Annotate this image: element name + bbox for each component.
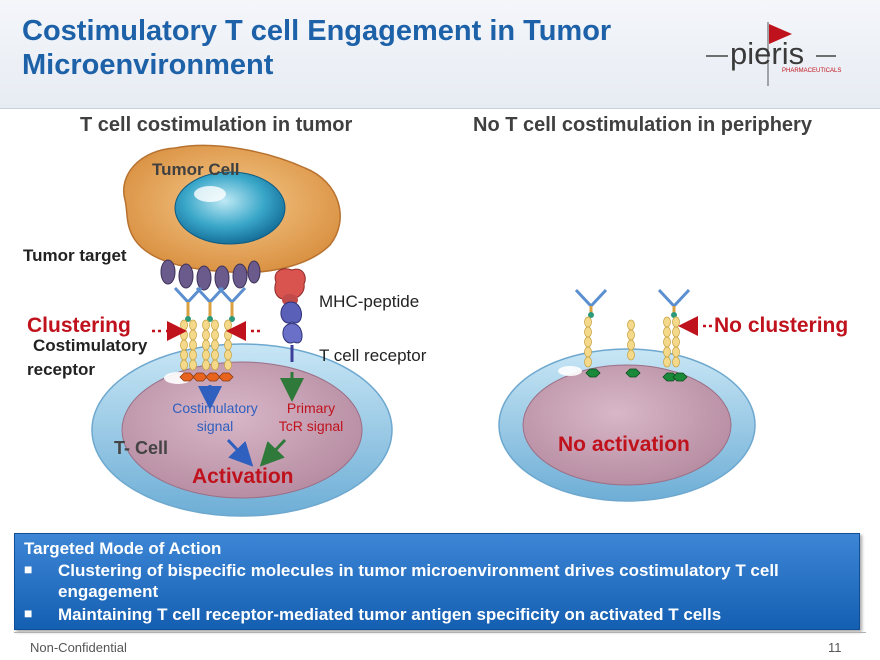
slide-title: Costimulatory T cell Engagement in Tumor… — [22, 15, 612, 81]
tcell-label: T- Cell — [114, 438, 169, 458]
moa-heading: Targeted Mode of Action — [24, 539, 222, 558]
inactive-domains-right — [585, 368, 688, 382]
tcr-label: T cell receptor — [319, 346, 427, 365]
tumor-cell-label: Tumor Cell — [152, 160, 240, 179]
activation-arrow-green — [259, 438, 287, 467]
bullet-square-icon: ■ — [24, 561, 33, 577]
slide-header — [0, 0, 880, 109]
footer-confidentiality: Non-Confidential — [30, 640, 127, 655]
page-number: 11 — [828, 640, 842, 655]
bispecific-molecules-left — [173, 286, 247, 322]
tumor-cell — [123, 144, 341, 274]
costim-signaling-domains — [179, 372, 234, 382]
bispecific-molecules-right — [574, 288, 691, 318]
primary-signal-label-1: Primary — [286, 400, 336, 416]
costim-receptors-left — [180, 319, 232, 371]
logo-tagline: PHARMACEUTICALS — [782, 68, 841, 74]
left-panel-heading: T cell costimulation in tumor — [80, 114, 353, 136]
no-clustering-label: No clustering — [714, 314, 849, 337]
activation-arrow-blue — [226, 438, 254, 467]
footer-divider — [14, 632, 866, 633]
t-cell-receptor — [280, 301, 303, 362]
costim-receptor-label-1: Costimulatory — [33, 336, 148, 355]
logo-text: pieris — [730, 36, 804, 71]
mhc-peptide — [274, 268, 306, 306]
costim-receptor-label-2: receptor — [27, 360, 96, 379]
right-panel-heading: No T cell costimulation in periphery — [473, 114, 812, 136]
clustering-label: Clustering — [27, 314, 131, 337]
bullet-square-icon: ■ — [24, 605, 33, 621]
left-tcell — [91, 343, 393, 517]
tumor-target-label: Tumor target — [23, 246, 127, 265]
mhc-peptide-label: MHC-peptide — [319, 292, 420, 311]
mode-of-action-box: Targeted Mode of Action ■ Clustering of … — [14, 533, 860, 630]
no-activation-label: No activation — [558, 433, 690, 456]
primary-signal-label-2: TcR signal — [278, 418, 344, 434]
right-tcell — [498, 348, 756, 502]
costim-signal-label-2: signal — [196, 418, 234, 434]
activation-label: Activation — [192, 465, 294, 488]
pieris-logo: pieris PHARMACEUTICALS — [706, 22, 841, 86]
costim-signal-label-1: Costimulatory — [172, 400, 258, 416]
costim-receptors-right — [584, 316, 680, 368]
logo-flag-icon — [769, 24, 792, 44]
